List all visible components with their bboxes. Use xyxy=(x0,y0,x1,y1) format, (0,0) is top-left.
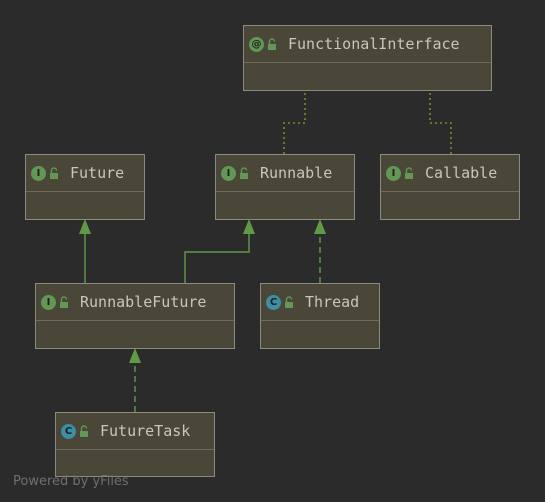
node-header: C Thread xyxy=(261,284,379,321)
node-name: Callable xyxy=(425,164,498,182)
node-functional-interface[interactable]: @ FunctionalInterface xyxy=(243,25,492,91)
open-lock-icon xyxy=(268,38,276,50)
node-future[interactable]: I Future xyxy=(25,154,145,220)
node-header: @ FunctionalInterface xyxy=(244,26,491,63)
edge-callable-functionalinterface xyxy=(429,92,452,154)
edge-runnable-functionalinterface xyxy=(283,92,306,154)
node-name: RunnableFuture xyxy=(80,293,207,311)
node-runnable[interactable]: I Runnable xyxy=(215,154,355,220)
node-name: Runnable xyxy=(260,164,333,182)
node-name: Future xyxy=(70,164,125,182)
node-header: I RunnableFuture xyxy=(36,284,234,321)
node-thread[interactable]: C Thread xyxy=(260,283,380,349)
interface-badge-icon: I xyxy=(41,294,56,310)
interface-badge-icon: I xyxy=(386,165,401,181)
node-runnable-future[interactable]: I RunnableFuture xyxy=(35,283,235,349)
open-lock-icon xyxy=(405,167,413,179)
edge-runnablefuture-runnable xyxy=(184,233,250,283)
interface-badge-icon: I xyxy=(31,165,46,181)
node-name: Thread xyxy=(305,293,360,311)
edge-arrowhead-future xyxy=(79,219,91,234)
open-lock-icon xyxy=(80,425,88,437)
node-header: I Future xyxy=(26,155,144,192)
open-lock-icon xyxy=(285,296,293,308)
node-header: C FutureTask xyxy=(56,413,214,450)
class-badge-icon: C xyxy=(266,294,281,310)
edge-arrowhead-runnable-1 xyxy=(243,219,255,234)
powered-by-watermark: Powered by yFiles xyxy=(13,474,129,489)
node-future-task[interactable]: C FutureTask xyxy=(55,412,215,477)
interface-badge-icon: I xyxy=(221,165,236,181)
class-badge-icon: C xyxy=(61,423,76,439)
open-lock-icon xyxy=(60,296,68,308)
node-name: FutureTask xyxy=(100,422,191,440)
node-name: FunctionalInterface xyxy=(288,35,460,53)
open-lock-icon xyxy=(50,167,58,179)
node-header: I Callable xyxy=(381,155,519,192)
annotation-badge-icon: @ xyxy=(249,36,264,52)
node-callable[interactable]: I Callable xyxy=(380,154,520,220)
edge-arrowhead-runnablefuture xyxy=(129,348,141,363)
edge-arrowhead-runnable-2 xyxy=(314,219,326,234)
node-header: I Runnable xyxy=(216,155,354,192)
open-lock-icon xyxy=(240,167,248,179)
